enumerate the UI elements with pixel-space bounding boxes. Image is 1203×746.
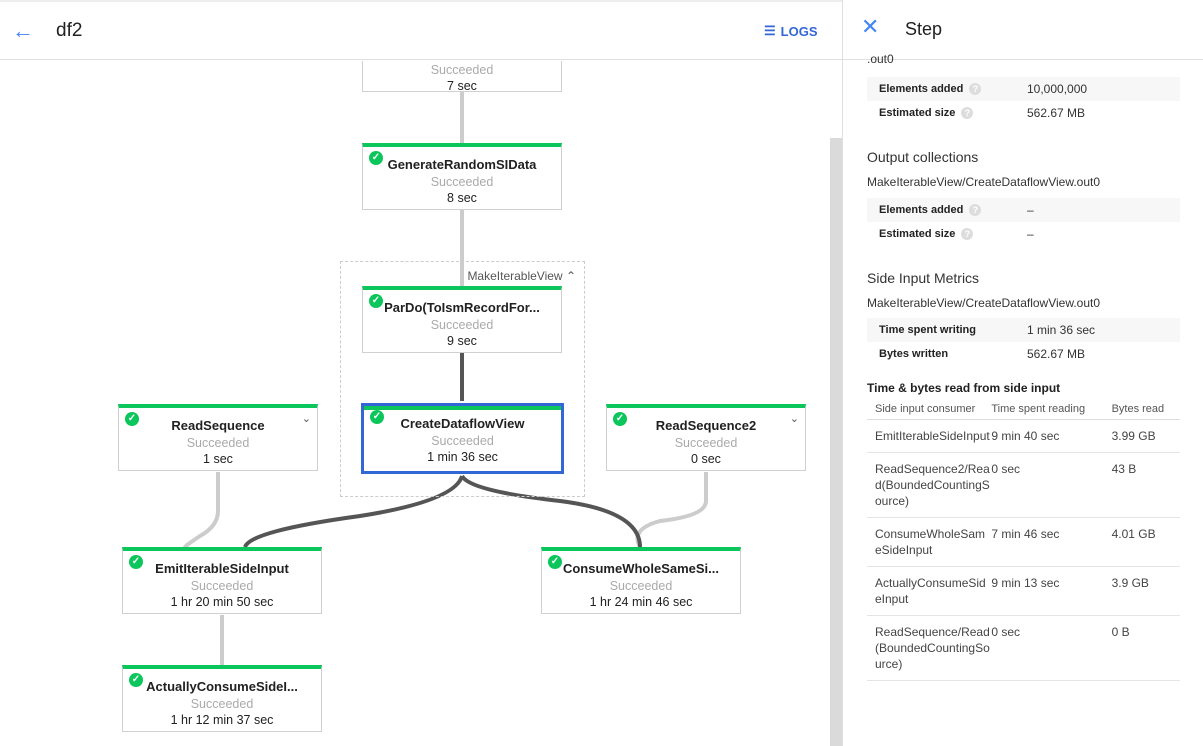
chevron-down-icon[interactable]: ⌄	[301, 413, 311, 425]
input-collection-name: .out0	[867, 52, 894, 66]
list-icon: ☰	[764, 23, 776, 38]
panel-title: Step	[905, 19, 943, 39]
output-heading: Output collections	[867, 149, 979, 165]
metric-row: Elements added?10,000,000	[867, 77, 1180, 101]
check-circle-icon: ✓	[370, 410, 384, 424]
graph-scrollbar[interactable]	[830, 138, 842, 746]
check-circle-icon: ✓	[129, 673, 143, 687]
group-label[interactable]: MakeIterableView ⌃	[467, 269, 576, 283]
check-circle-icon: ✓	[369, 151, 383, 165]
logs-label: LOGS	[780, 23, 818, 39]
metric-row: Estimated size?–	[879, 227, 1034, 241]
check-circle-icon: ✓	[613, 412, 627, 426]
step-panel: ✕ Step .out0 Elements added?10,000,000 Es…	[843, 0, 1203, 746]
chevron-down-icon[interactable]: ⌄	[789, 413, 799, 425]
edge	[183, 472, 220, 549]
divider	[842, 0, 843, 746]
job-title: df2	[56, 20, 83, 41]
edge	[460, 474, 642, 548]
edge	[243, 475, 464, 548]
side-input-name: MakeIterableView/CreateDataflowView.out0	[867, 296, 1101, 310]
table-title: Time & bytes read from side input	[867, 381, 1061, 395]
output-collection-name: MakeIterableView/CreateDataflowView.out0	[867, 175, 1101, 189]
help-icon[interactable]: ?	[961, 228, 974, 240]
back-arrow-icon[interactable]: ←	[12, 18, 34, 43]
group-make-iterable-view: MakeIterableView ⌃	[340, 261, 585, 497]
logs-button[interactable]: ☰ LOGS	[764, 23, 818, 39]
edge	[635, 472, 708, 548]
table-row: ReadSequence2/Read(BoundedCountingSource…	[867, 453, 1180, 518]
close-icon[interactable]: ✕	[861, 14, 880, 39]
check-circle-icon: ✓	[548, 555, 562, 569]
side-input-heading: Side Input Metrics	[867, 270, 980, 286]
check-circle-icon: ✓	[129, 555, 143, 569]
top-bar: ← df2 ☰ LOGS	[0, 0, 843, 60]
check-circle-icon: ✓	[125, 412, 139, 426]
metric-row: Estimated size?562.67 MB	[879, 106, 1086, 120]
table-row: ReadSequence/Read(BoundedCountingSource)…	[867, 616, 1180, 681]
metric-row: Elements added?–	[867, 198, 1180, 222]
help-icon[interactable]: ?	[969, 204, 982, 216]
help-icon[interactable]: ?	[961, 107, 974, 119]
graph-edges	[183, 92, 708, 665]
check-circle-icon: ✓	[369, 294, 383, 308]
help-icon[interactable]: ?	[969, 83, 982, 95]
